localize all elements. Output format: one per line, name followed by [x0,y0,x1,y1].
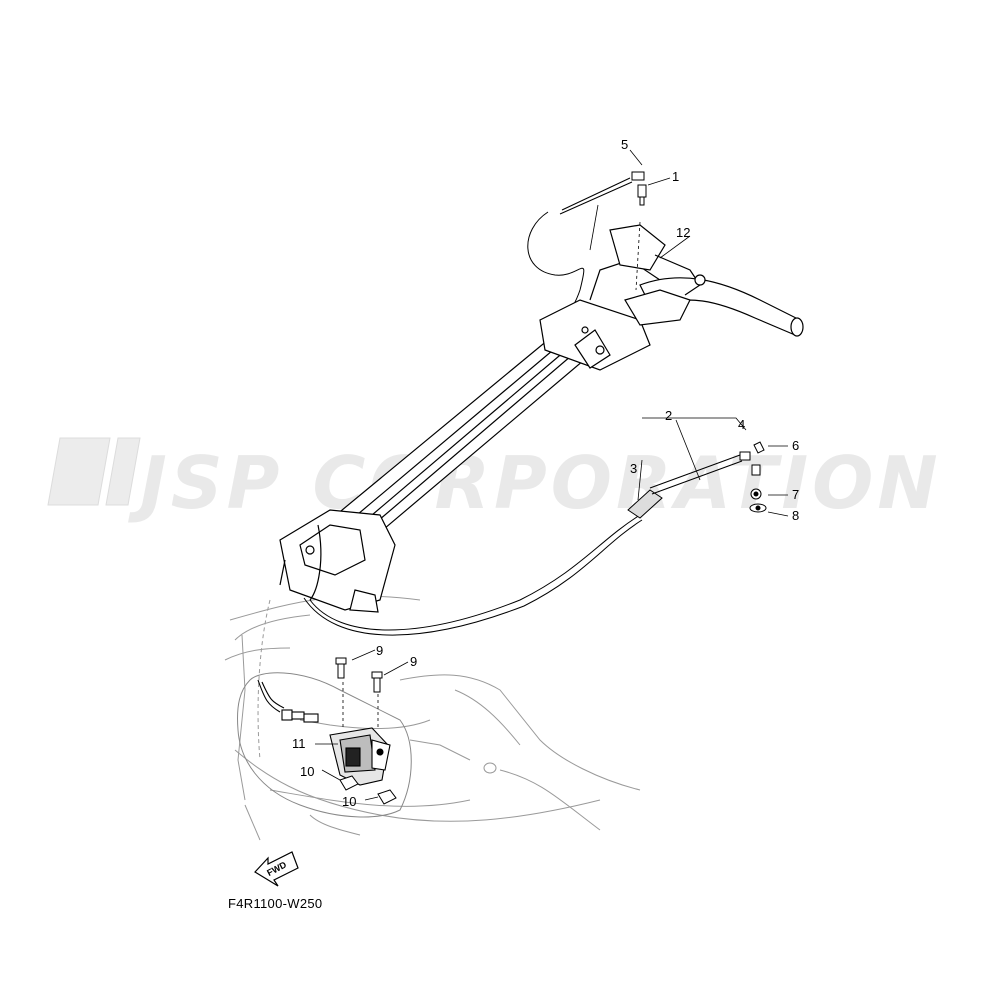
callout-11: 11 [292,736,306,751]
callout-9b: 9 [410,654,417,669]
cable-end-assembly [257,679,391,786]
leader-lines [315,149,789,801]
callout-12: 12 [676,225,690,240]
small-parts [627,441,767,519]
watermark-logo [47,437,141,506]
lower-mount [279,509,396,613]
detail-bubble [237,672,412,818]
callout-7: 7 [792,487,799,502]
handlebar [609,224,804,337]
callout-10b: 10 [342,794,356,809]
callout-9a: 9 [376,643,383,658]
hull-outline [224,595,641,841]
watermark-text: JSP CORPORATION [128,441,942,525]
diagram-code: F4R1100-W250 [228,896,323,911]
callouts: 5 1 12 2 4 3 6 7 8 9 9 11 10 10 [292,137,799,809]
callout-2: 2 [665,408,672,423]
watermark: JSP CORPORATION [47,437,942,525]
callout-10a: 10 [300,764,314,779]
callout-1: 1 [672,169,679,184]
top-parts [559,171,647,215]
callout-8: 8 [792,508,799,523]
fwd-arrow-icon: FWD [254,851,299,887]
fasteners [335,657,397,805]
callout-6: 6 [792,438,799,453]
callout-5: 5 [621,137,628,152]
callout-3: 3 [630,461,637,476]
callout-4: 4 [738,417,745,432]
